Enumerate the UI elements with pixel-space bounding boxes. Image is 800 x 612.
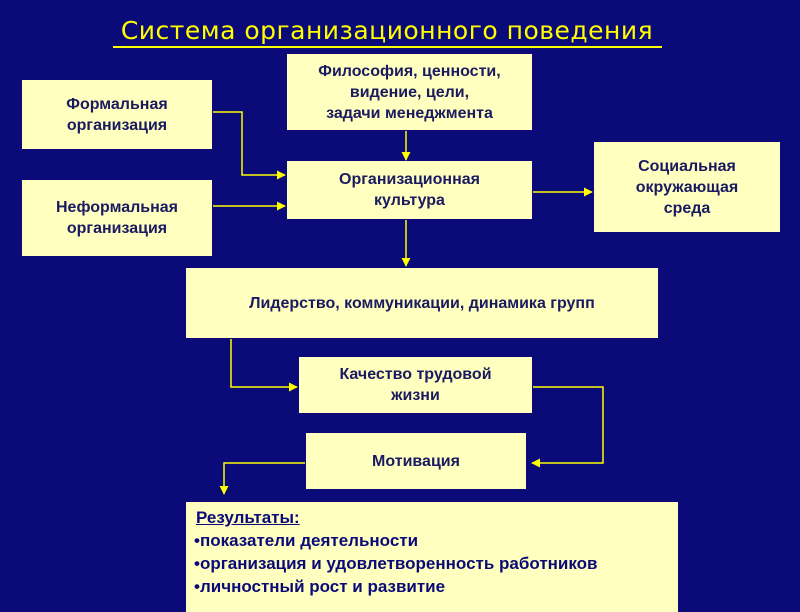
box-social-environment: Социальная окружающая среда <box>594 142 780 232</box>
box-motivation: Мотивация <box>306 433 526 489</box>
box-leadership-label: Лидерство, коммуникации, динамика групп <box>249 294 595 312</box>
box-leadership: Лидерство, коммуникации, динамика групп <box>186 268 658 338</box>
box-philosophy: Философия, ценности, видение, цели, зада… <box>287 54 532 130</box>
arrow-leadership-to-quality <box>230 339 298 392</box>
box-informal-organization: Неформальная организация <box>22 180 212 256</box>
results-item: •организация и удовлетворенность работни… <box>194 554 598 573</box>
arrow-motivation-to-results <box>219 462 305 495</box>
box-quality-label: Качество трудовой жизни <box>339 366 492 404</box>
box-culture-label: Организационная культура <box>339 171 480 209</box>
results-heading: Результаты: <box>196 508 300 527</box>
box-organizational-culture: Организационная культура <box>287 161 532 219</box>
box-philosophy-label: Философия, ценности, видение, цели, зада… <box>318 62 501 122</box>
box-work-life-quality: Качество трудовой жизни <box>299 357 532 413</box>
results-item: •личностный рост и развитие <box>194 577 446 596</box>
arrow-formal-to-culture <box>213 111 286 180</box>
results-item: •показатели деятельности <box>194 531 419 550</box>
diagram-title: Система организационного поведения <box>120 16 654 45</box>
box-results: Результаты: •показатели деятельности •ор… <box>186 502 678 612</box>
box-formal-label: Формальная организация <box>66 95 168 134</box>
arrow-quality-to-motivation <box>531 386 604 468</box>
box-social-label: Социальная окружающая среда <box>635 157 739 217</box>
box-informal-label: Неформальная организация <box>56 199 178 237</box>
box-motivation-label: Мотивация <box>372 452 460 470</box>
box-formal-organization: Формальная организация <box>22 80 212 149</box>
title-underline <box>113 46 662 48</box>
